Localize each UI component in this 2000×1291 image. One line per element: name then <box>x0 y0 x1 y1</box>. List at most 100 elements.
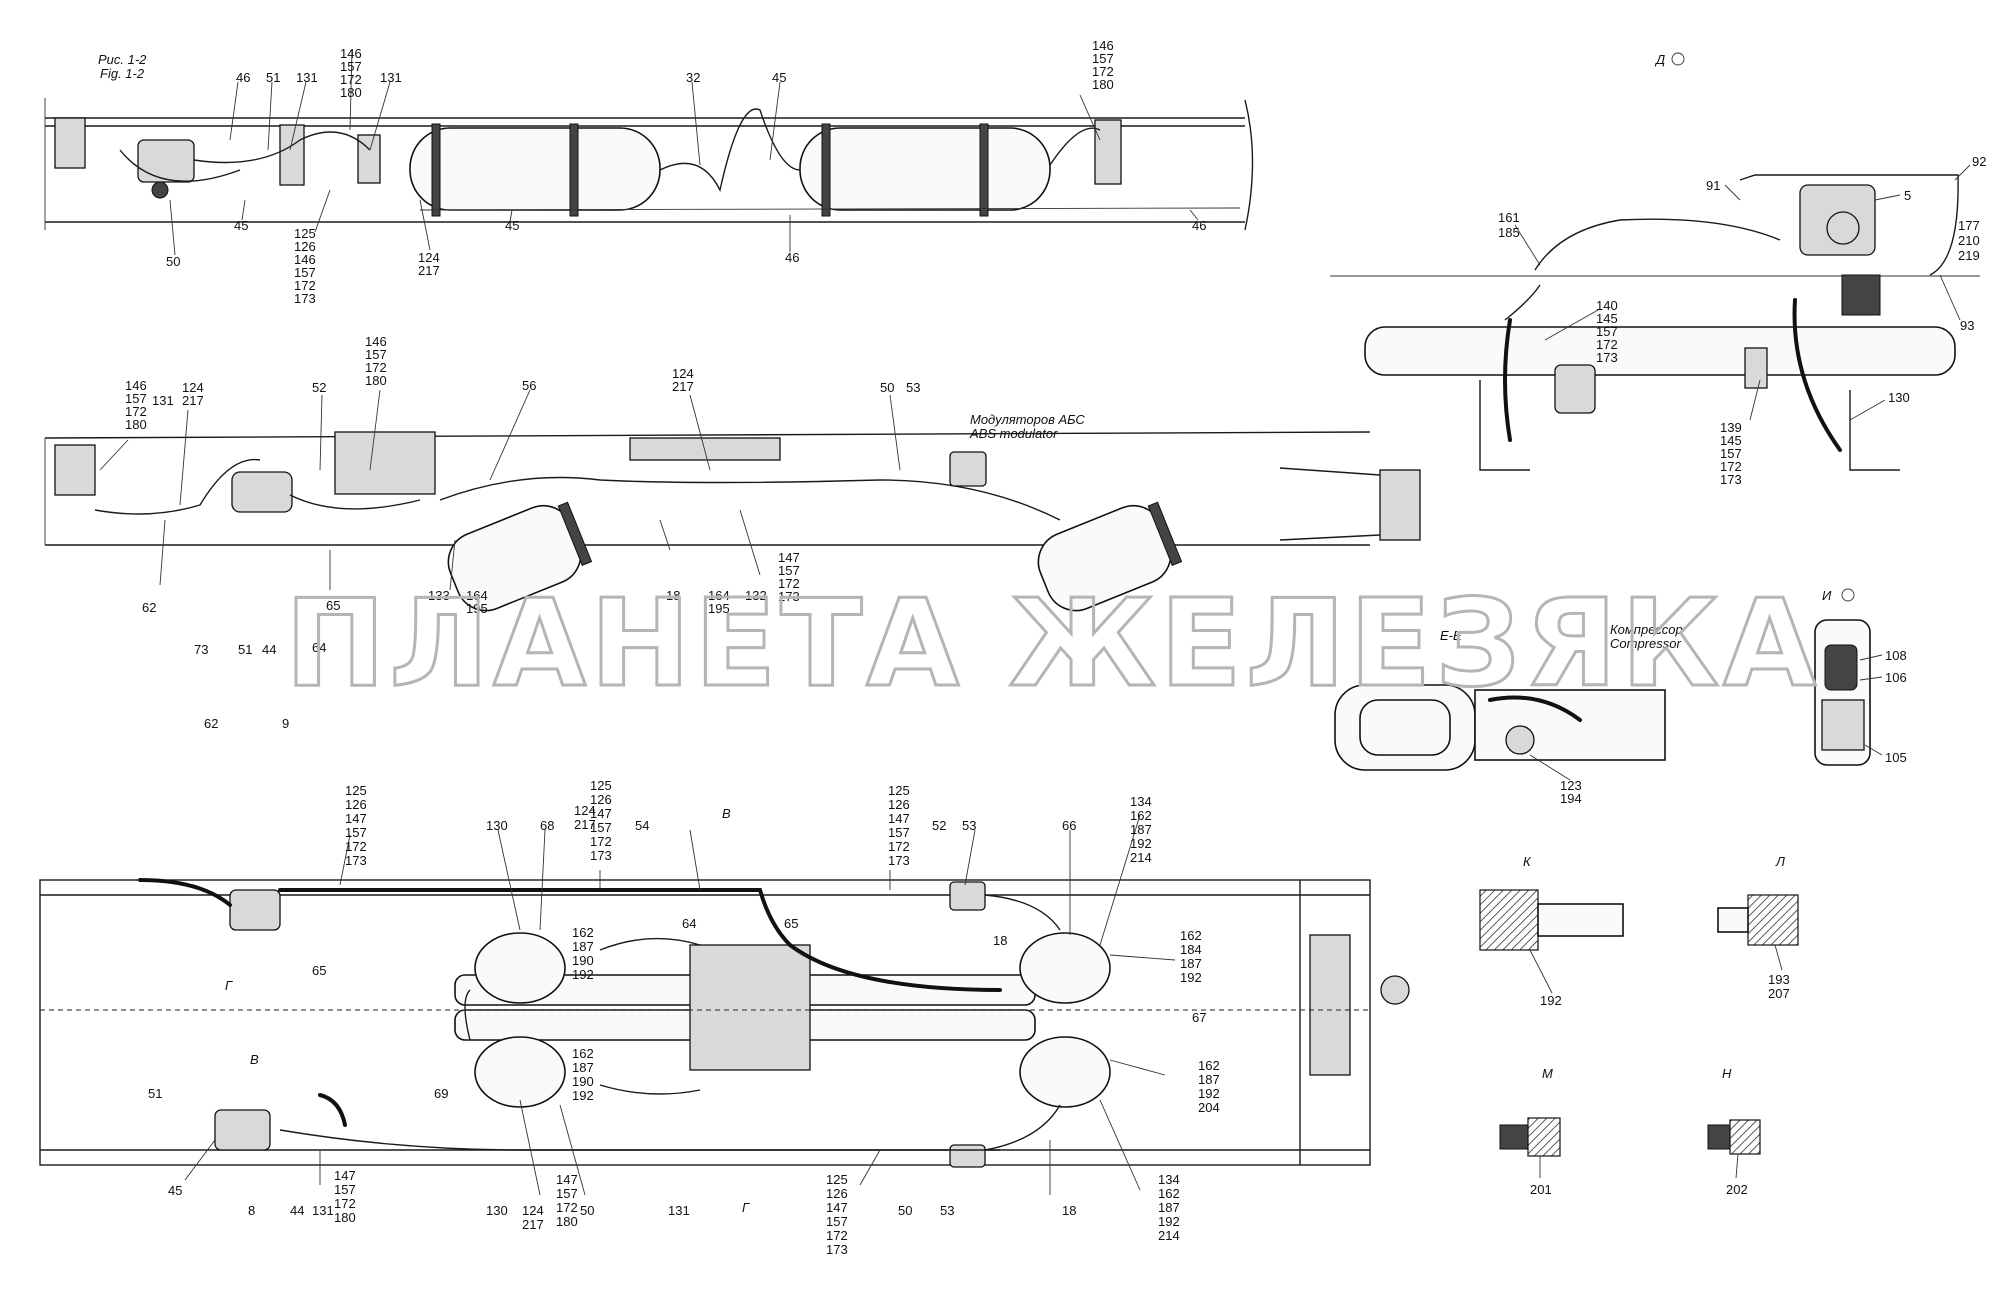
top-frame-view: Рис. 1-2 Fig. 1-2 <box>44 38 1254 306</box>
air-receiver-2 <box>799 127 1051 211</box>
callout: 180 <box>340 85 362 100</box>
valve-base <box>1821 699 1865 751</box>
callout: 54 <box>635 818 649 833</box>
air-line <box>439 476 1061 521</box>
tow-hitch-plate <box>1309 934 1351 1076</box>
frame-outline <box>39 879 1371 1166</box>
valve-port <box>151 181 169 199</box>
callout: 187 <box>572 939 594 954</box>
callout: 65 <box>784 916 798 931</box>
callout: 108 <box>1885 648 1907 663</box>
callout: 46 <box>236 70 250 85</box>
section-v-2: В <box>250 1052 259 1067</box>
callout: 157 <box>1092 51 1114 66</box>
callout: 157 <box>590 820 612 835</box>
callout: 140 <box>1596 298 1618 313</box>
crossmember <box>629 437 781 461</box>
callout: 172 <box>826 1228 848 1243</box>
callout: 207 <box>1768 986 1790 1001</box>
callout: 132 <box>745 588 767 603</box>
callout: 18 <box>993 933 1007 948</box>
callout: 125 <box>590 778 612 793</box>
callout: 146 <box>125 378 147 393</box>
callout: 162 <box>572 1046 594 1061</box>
section-g: Г <box>225 978 233 993</box>
callout: 217 <box>672 379 694 394</box>
callout: 157 <box>125 391 147 406</box>
abs-modulator <box>949 881 986 911</box>
leaders <box>184 814 1176 1196</box>
callout: 173 <box>1720 472 1742 487</box>
callout: 125 <box>345 783 367 798</box>
callout: 201 <box>1530 1182 1552 1197</box>
fitting-l <box>1747 894 1799 946</box>
air-line <box>1739 174 1959 276</box>
callout: 172 <box>556 1200 578 1215</box>
callout: 106 <box>1885 670 1907 685</box>
callout: 192 <box>1130 836 1152 851</box>
coiled-hose <box>318 1093 347 1127</box>
callout: 67 <box>1192 1010 1206 1025</box>
callout: 214 <box>1158 1228 1180 1243</box>
section-v: В <box>722 806 731 821</box>
callout: 51 <box>148 1086 162 1101</box>
callout: 164 <box>466 588 488 603</box>
brake-chamber <box>474 1036 566 1108</box>
fitting-k <box>1479 889 1539 951</box>
view-letter-i: И <box>1822 588 1832 603</box>
valve-small <box>1744 347 1768 389</box>
callout: 192 <box>1198 1086 1220 1101</box>
callout: 157 <box>888 825 910 840</box>
callout: 147 <box>334 1168 356 1183</box>
brake-chamber <box>474 932 566 1004</box>
callout: 192 <box>1180 970 1202 985</box>
callout: 146 <box>365 334 387 349</box>
tube-k <box>1537 903 1624 937</box>
callout: 45 <box>772 70 786 85</box>
tank-strap <box>569 123 579 217</box>
callout: 145 <box>1720 433 1742 448</box>
mount-block <box>1841 274 1881 316</box>
view-d: Д 5 92 91 177 210 219 161 185 140 145 15… <box>1330 52 1986 487</box>
callout: 146 <box>1092 38 1114 53</box>
tank-strap <box>431 123 441 217</box>
callout: 172 <box>590 834 612 849</box>
callout: 126 <box>345 797 367 812</box>
callout: 162 <box>572 925 594 940</box>
callout: 172 <box>1720 459 1742 474</box>
hose <box>1792 298 1842 452</box>
callout: 50 <box>166 254 180 269</box>
view-marker <box>1671 52 1685 66</box>
abs-modulator <box>949 451 987 487</box>
callout: 91 <box>1706 178 1720 193</box>
tank-strap <box>979 123 989 217</box>
callout: 147 <box>345 811 367 826</box>
callout: 157 <box>294 265 316 280</box>
callout: 124 <box>574 803 596 818</box>
callout: 187 <box>1158 1200 1180 1215</box>
callout: 185 <box>1498 225 1520 240</box>
callout: 202 <box>1726 1182 1748 1197</box>
relay-valve <box>229 889 281 931</box>
callout: 123 <box>1560 778 1582 793</box>
callout: 164 <box>708 588 730 603</box>
compressor-caption-en: Compressor <box>1610 636 1681 651</box>
bracket <box>54 444 96 496</box>
callout: 131 <box>296 70 318 85</box>
callout: 192 <box>1158 1214 1180 1229</box>
callout: 124 <box>418 250 440 265</box>
callout: 172 <box>334 1196 356 1211</box>
callout: 147 <box>590 806 612 821</box>
callout: 46 <box>1192 218 1206 233</box>
callout: 126 <box>590 792 612 807</box>
callout: 131 <box>668 1203 690 1218</box>
callout: 172 <box>1596 337 1618 352</box>
callout: 62 <box>204 716 218 731</box>
air-line <box>599 937 701 1095</box>
callout: 73 <box>194 642 208 657</box>
callout: 52 <box>312 380 326 395</box>
bracket <box>279 124 305 186</box>
air-line <box>1504 218 1781 321</box>
callout: 147 <box>778 550 800 565</box>
watermark-text: ПЛАНЕТА ЖЕЛЕЗЯКА <box>285 575 1820 714</box>
